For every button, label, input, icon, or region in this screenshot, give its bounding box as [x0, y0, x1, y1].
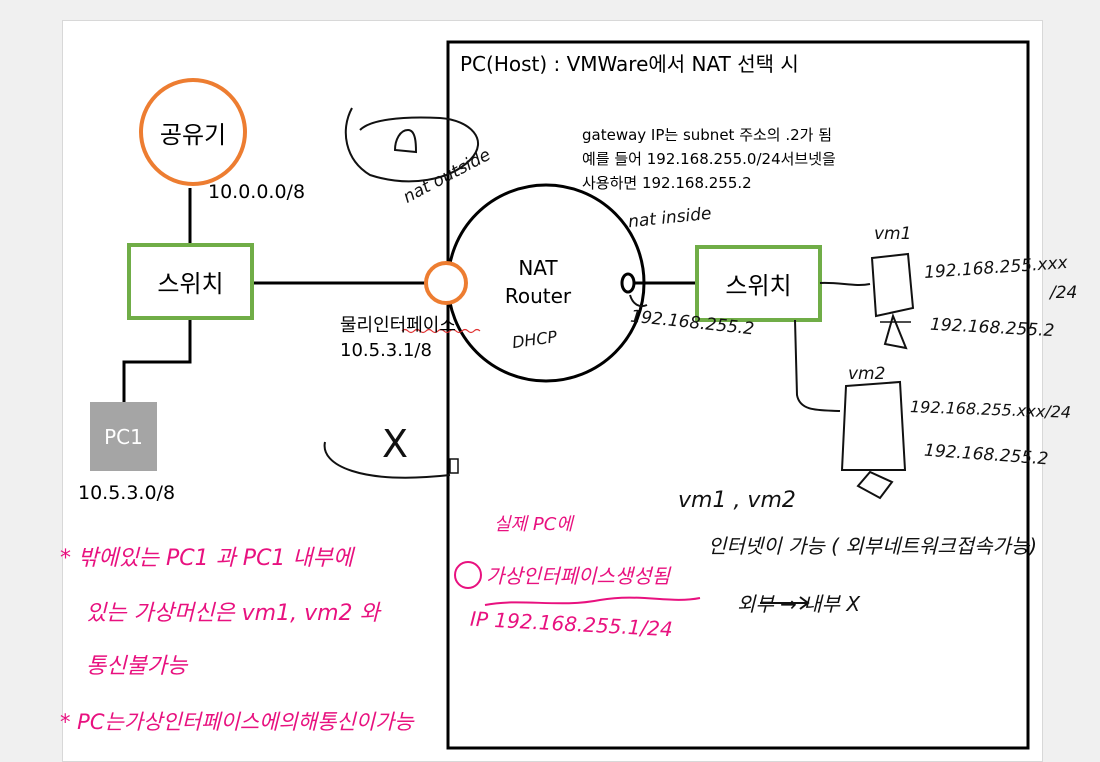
pink-underline — [484, 596, 701, 606]
gateway-note-3: 사용하면 192.168.255.2 — [582, 174, 752, 192]
host-pc-box — [446, 40, 1030, 750]
physical-if-label: 물리인터페이스 — [340, 315, 456, 336]
physical-interface-node — [424, 261, 468, 305]
hand-x-mark: X — [382, 422, 409, 466]
hand-note1-line3: 통신불가능 — [86, 654, 188, 679]
gateway-note-2: 예를 들어 192.168.255.0/24서브넷을 — [582, 150, 836, 168]
hand-real-pc: 실제 PC에 — [494, 514, 573, 535]
nat-router-label-2: Router — [504, 284, 572, 308]
hand-note1-line1: * 밖에있는 PC1 과 PC1 내부에 — [60, 546, 354, 571]
host-box-title: PC(Host) : VMWare에서 NAT 선택 시 — [460, 52, 799, 76]
hand-vm2: vm2 — [848, 364, 886, 384]
physical-if-ip: 10.5.3.1/8 — [340, 340, 432, 361]
pc1-label: PC1 — [104, 424, 143, 449]
sketch-curve — [323, 441, 451, 479]
vm1-stand — [883, 312, 908, 350]
hand-vm-pair: vm1 , vm2 — [678, 488, 796, 513]
ap-network-label: 10.0.0.0/8 — [208, 181, 306, 203]
link-switch-vm2 — [794, 319, 841, 412]
hand-virtual-if: 가상인터페이스생성됨 — [486, 564, 670, 588]
hand-vm-internet: 인터넷이 가능 ( 외부네트워크접속가능) — [708, 534, 1038, 558]
pc1-node — [90, 402, 157, 471]
vm2-sketch — [840, 380, 907, 471]
nat-router-label-1: NAT — [518, 256, 558, 280]
pc1-network-label: 10.5.3.0/8 — [78, 482, 176, 504]
ap-router-label: 공유기 — [159, 120, 227, 149]
inside-port-mark — [620, 272, 636, 294]
hand-vm1-mask: /24 — [1050, 283, 1078, 303]
vm1-sketch — [870, 252, 915, 318]
switch-right-node — [695, 245, 822, 322]
link-switch-vm1 — [819, 281, 871, 286]
hand-vm1: vm1 — [874, 224, 912, 244]
sketch-cloud — [344, 107, 480, 183]
sketch-arrow — [629, 294, 648, 308]
switch-left-label: 스위치 — [157, 270, 224, 298]
ap-router-node — [139, 78, 247, 186]
gateway-note-1: gateway IP는 subnet 주소의 .2가 됨 — [582, 126, 833, 144]
switch-right-label: 스위치 — [725, 272, 792, 300]
sketch-bell — [393, 128, 418, 154]
switch-left-node — [127, 243, 254, 320]
hand-note1-line2: 있는 가상머신은 vm1, vm2 와 — [86, 601, 380, 626]
hand-note2: * PC는가상인터페이스에의해통신이가능 — [60, 710, 414, 734]
vm2-stand — [856, 470, 894, 500]
link-switch-pc1 — [122, 318, 192, 402]
hand-outside-to-inside: 외부 → 내부 X — [737, 592, 861, 616]
